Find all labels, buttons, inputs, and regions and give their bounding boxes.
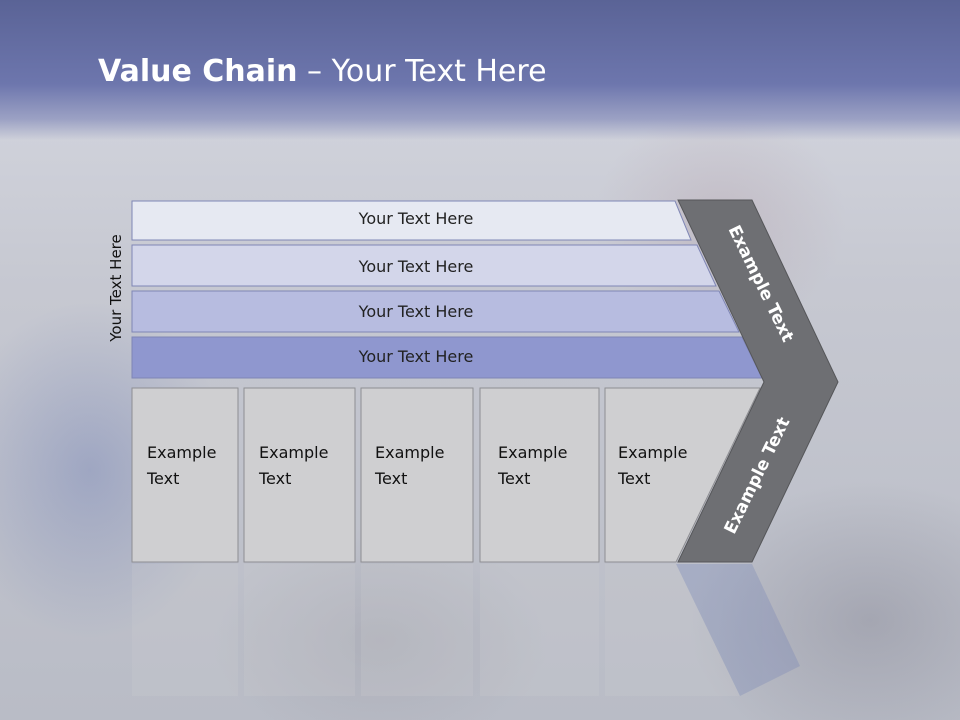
column-1-line1: Example bbox=[147, 443, 216, 462]
column-5: Example Text bbox=[604, 387, 761, 563]
column-3-line2: Text bbox=[374, 469, 407, 488]
column-1: Example Text bbox=[131, 387, 239, 563]
title-bold: Value Chain bbox=[98, 54, 298, 89]
column-3-line1: Example bbox=[375, 443, 444, 462]
bar-3: Your Text Here bbox=[131, 290, 740, 333]
bar-4-label: Your Text Here bbox=[358, 347, 474, 366]
column-5-line2: Text bbox=[617, 469, 650, 488]
bar-2: Your Text Here bbox=[131, 244, 717, 287]
column-1-line2: Text bbox=[146, 469, 179, 488]
diagram-reflection bbox=[132, 564, 800, 696]
column-2: Example Text bbox=[243, 387, 356, 563]
column-4: Example Text bbox=[479, 387, 600, 563]
column-5-line1: Example bbox=[618, 443, 687, 462]
bar-4: Your Text Here bbox=[131, 336, 763, 379]
column-4-line1: Example bbox=[498, 443, 567, 462]
slide-title: Value Chain – Your Text Here bbox=[98, 54, 547, 89]
column-3: Example Text bbox=[360, 387, 474, 563]
header-band bbox=[0, 0, 960, 140]
bar-3-label: Your Text Here bbox=[358, 302, 474, 321]
title-rest: – Your Text Here bbox=[297, 54, 547, 89]
column-4-line2: Text bbox=[497, 469, 530, 488]
column-2-line2: Text bbox=[258, 469, 291, 488]
bar-1: Your Text Here bbox=[131, 200, 692, 241]
column-2-line1: Example bbox=[259, 443, 328, 462]
bar-1-label: Your Text Here bbox=[358, 209, 474, 228]
bar-2-label: Your Text Here bbox=[358, 257, 474, 276]
